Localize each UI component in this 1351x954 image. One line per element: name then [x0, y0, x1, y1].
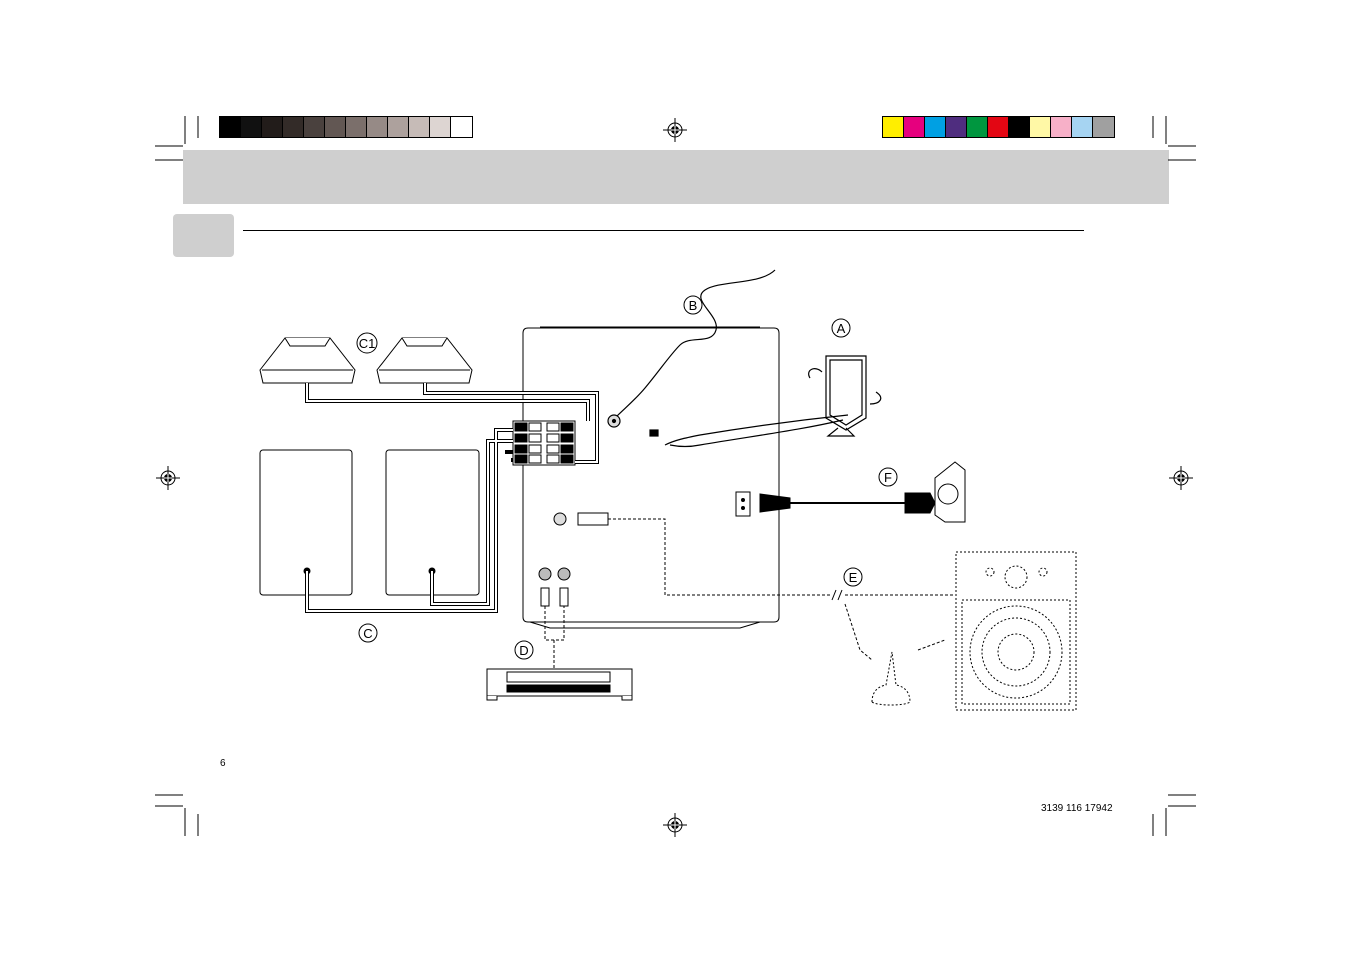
- registration-mark-top: [663, 118, 687, 142]
- callout-f-label: F: [884, 470, 892, 485]
- registration-mark-bottom: [663, 813, 687, 837]
- callout-c1-label: C1: [359, 336, 376, 351]
- callout-c-label: C: [363, 626, 372, 641]
- callout-e-label: E: [849, 570, 858, 585]
- registration-mark-right: [1169, 466, 1193, 490]
- callout-b-label: B: [689, 298, 698, 313]
- mains-plug: [736, 462, 965, 522]
- satellite-speaker-right: [377, 338, 472, 383]
- active-subwoofer: [956, 552, 1076, 710]
- satellite-speaker-left: [260, 338, 355, 383]
- registration-mark-left: [156, 466, 180, 490]
- am-loop-antenna: [650, 356, 881, 447]
- wireless-transmitter: [872, 652, 910, 705]
- main-unit-back: [523, 327, 779, 628]
- callout-a-label: A: [837, 321, 846, 336]
- subwoofer-link-cable: [554, 513, 955, 660]
- fm-antenna-wire: [608, 270, 775, 427]
- document-code: 3139 116 17942: [1041, 803, 1113, 814]
- audio-input-jacks: [539, 568, 570, 668]
- external-player: [487, 669, 632, 700]
- callout-d-label: D: [519, 643, 528, 658]
- speaker-terminals: [513, 421, 575, 465]
- page-number: 6: [220, 758, 226, 769]
